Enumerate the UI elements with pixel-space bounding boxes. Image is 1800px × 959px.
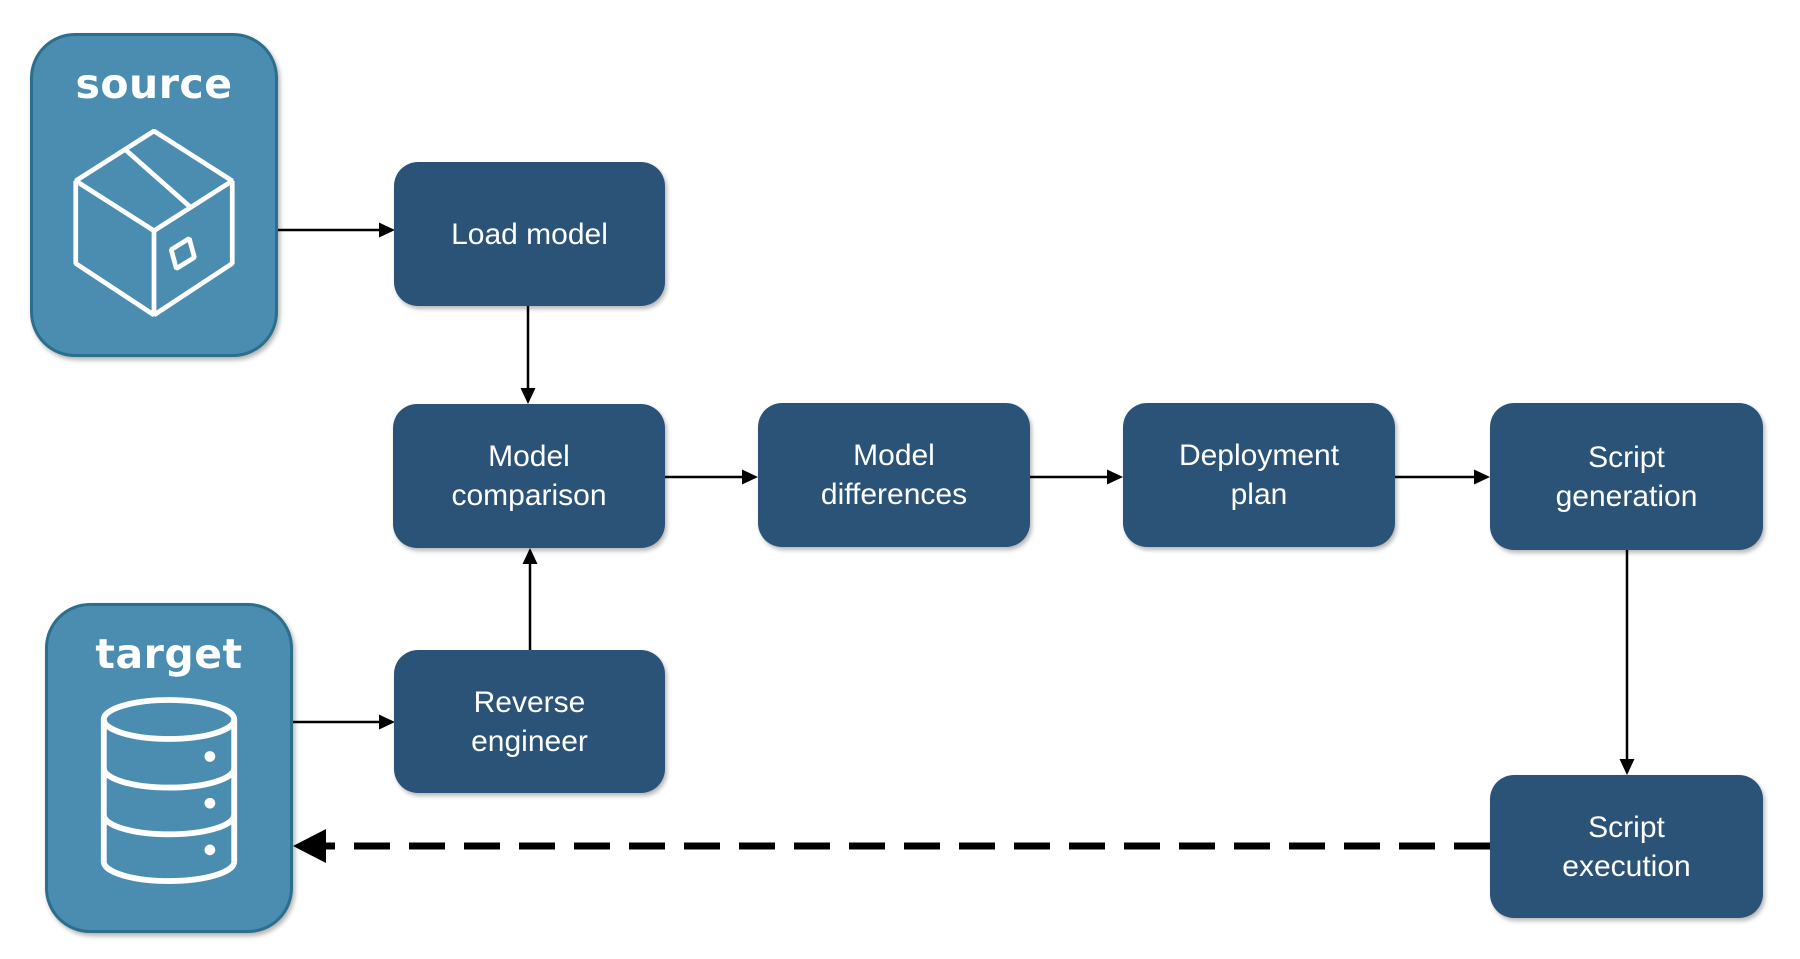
database-icon bbox=[100, 697, 238, 884]
source-node: source bbox=[30, 33, 278, 357]
node-model-differences: Model differences bbox=[758, 403, 1030, 547]
arrow-script-generation-to-script-execution bbox=[1619, 550, 1635, 775]
node-model-comparison: Model comparison bbox=[393, 404, 665, 548]
node-reverse-engineer: Reverse engineer bbox=[394, 650, 665, 793]
source-label: source bbox=[75, 60, 233, 108]
arrow-load-model-to-model-comparison bbox=[520, 306, 536, 404]
node-load-model: Load model bbox=[394, 162, 665, 306]
node-script-generation: Script generation bbox=[1490, 403, 1763, 550]
arrow-deployment-plan-to-script-generation bbox=[1395, 469, 1490, 485]
arrow-source-to-load-model bbox=[278, 222, 395, 238]
node-deployment-plan: Deployment plan bbox=[1123, 403, 1395, 547]
target-label: target bbox=[95, 630, 243, 678]
target-node: target bbox=[45, 603, 293, 933]
package-icon bbox=[73, 128, 235, 317]
arrow-model-comparison-to-model-differences bbox=[665, 469, 758, 485]
node-script-execution: Script execution bbox=[1490, 775, 1763, 918]
arrow-script-execution-to-target-dashed bbox=[293, 829, 1490, 863]
arrow-model-differences-to-deployment-plan bbox=[1030, 469, 1123, 485]
arrow-target-to-reverse-engineer bbox=[293, 714, 395, 730]
arrow-reverse-engineer-to-model-comparison bbox=[522, 548, 538, 650]
